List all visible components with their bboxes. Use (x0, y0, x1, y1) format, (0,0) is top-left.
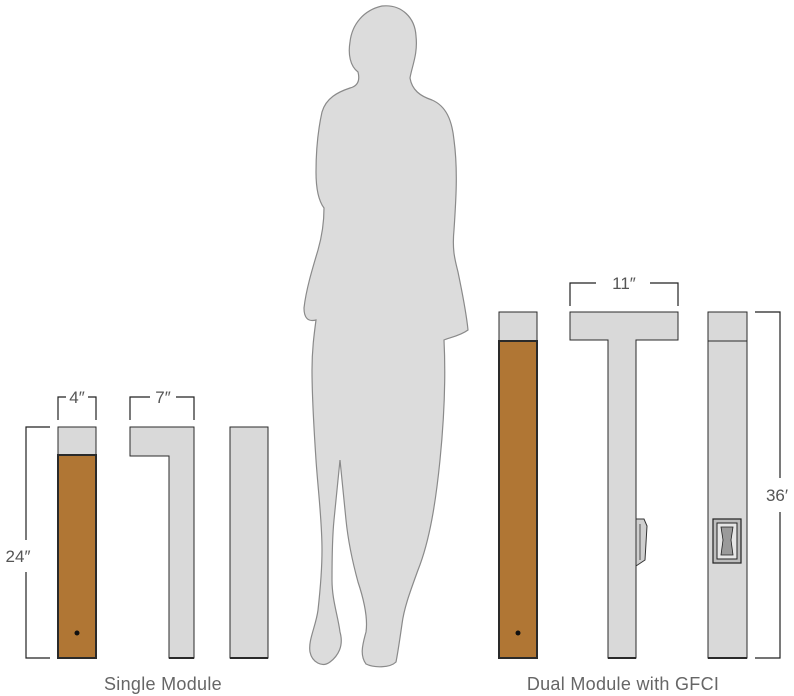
width-7-bracket (129, 396, 195, 420)
single-bollard-light-dot (74, 630, 80, 636)
dimension-24-label: 24″ (6, 547, 31, 566)
width-4-bracket (57, 396, 97, 420)
gfci-outlet-side-icon (635, 518, 648, 567)
dual-module-caption: Dual Module with GFCI (527, 674, 719, 694)
single-bollard-cap (57, 426, 97, 456)
single-bollard-wood-panel (57, 454, 97, 659)
height-36-bracket (755, 311, 781, 659)
height-24-bracket (25, 426, 50, 659)
dual-bollard-wood-panel (498, 340, 538, 659)
gfci-outlet-icon (712, 518, 742, 564)
dual-t-bollard (569, 311, 679, 659)
single-module-group: 4″ 7″ 24″ Single Module (6, 388, 269, 694)
dimension-36-label: 36′ (766, 486, 788, 505)
dual-module-group: 11″ 36′ Dual Module with GFCI (498, 274, 788, 694)
dual-plain-bollard (707, 311, 748, 659)
dimension-11-label: 11″ (612, 274, 636, 293)
dimension-7-label: 7″ (155, 388, 170, 407)
single-l-bollard (129, 426, 195, 659)
dual-bollard-light-dot (515, 630, 521, 636)
width-11-bracket (569, 282, 679, 306)
single-module-caption: Single Module (104, 674, 222, 694)
human-silhouette-icon (303, 5, 469, 668)
dual-bollard-cap (498, 311, 538, 342)
dimension-4-label: 4″ (69, 388, 84, 407)
single-plain-bollard (229, 426, 269, 659)
